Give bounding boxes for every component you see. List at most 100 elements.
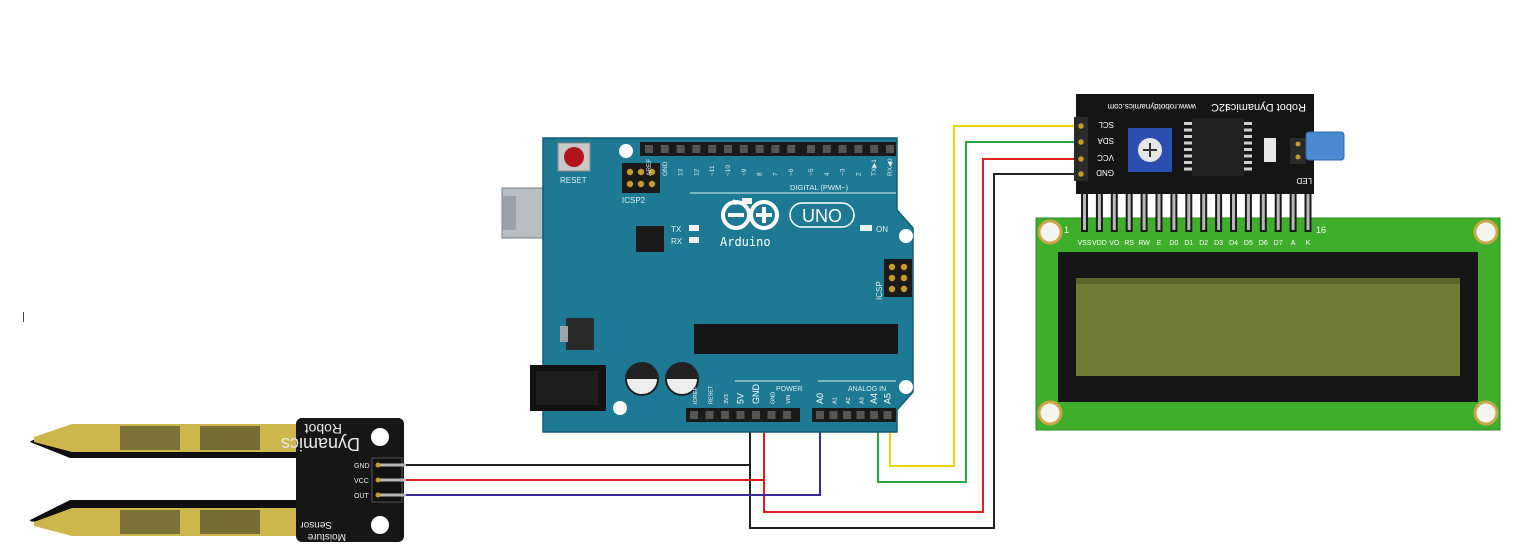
wire-scl (889, 125, 1080, 467)
lcd-header-pin-metal (1083, 194, 1086, 230)
digital-pin-hole (739, 145, 748, 153)
mount-hole (1473, 400, 1499, 426)
power-pin-label: 5V (736, 393, 746, 404)
mount-hole (1473, 219, 1499, 245)
ic-leg (1244, 128, 1252, 132)
ic-leg (1244, 148, 1252, 151)
analog-pin-label: A3 (860, 397, 866, 404)
sensor-brand-2: Dynamics (281, 434, 360, 454)
lcd-pin-label: VSS (1077, 240, 1091, 247)
ic-leg (1184, 167, 1192, 171)
sensor-pin-out: OUT (354, 493, 370, 500)
led-rx (689, 237, 699, 243)
lcd-pin-label: K (1306, 240, 1311, 247)
lcd-pin-label: RS (1124, 240, 1134, 247)
lcd-pin-label: D4 (1229, 240, 1238, 247)
arduino-pcb (542, 137, 914, 433)
uno-badge (789, 202, 855, 228)
sensor-pin-gnd: GND (354, 463, 370, 470)
digital-pin-label: TX▶1 (871, 159, 878, 176)
icsp-header (884, 259, 912, 297)
led-on (860, 225, 872, 231)
digital-pin-label: ~9 (741, 168, 748, 176)
analog-pin-label: A5 (883, 393, 893, 404)
sensor-title: Moisture (307, 531, 346, 542)
moisture-sensor: Robot Dynamics Moisture Sensor GND VCC O… (30, 418, 406, 542)
contrast-potentiometer[interactable] (1128, 128, 1172, 172)
lcd-pin-label: D7 (1274, 240, 1283, 247)
mount-hole (899, 229, 913, 243)
ic-leg (1244, 135, 1252, 138)
wire-sensor-vcc (405, 158, 1080, 513)
digital-pin-hole (645, 145, 653, 153)
i2c-type: I2C (1211, 101, 1228, 113)
power-pin-hole (721, 411, 729, 419)
ic-leg (1184, 122, 1192, 125)
i2c-pin-gnd: GND (1096, 168, 1114, 177)
mount-hole (613, 401, 627, 415)
digital-pin-hole (787, 145, 796, 153)
analog-pin-hole (843, 411, 851, 419)
digital-pin-hole (724, 145, 732, 153)
lcd-header-pin-metal (1112, 194, 1116, 230)
power-pin-label: VIN (786, 395, 792, 404)
capacitors (625, 362, 699, 396)
ic-leg (1244, 167, 1252, 171)
lcd-pin-label: D1 (1184, 240, 1193, 247)
power-pin-label: RESET (709, 385, 715, 404)
mount-hole (371, 428, 389, 446)
digital-pin-label: 12 (693, 168, 700, 176)
i2c-url: www.robotdynamics.com (1107, 102, 1197, 111)
mount-hole (1037, 400, 1063, 426)
led-rx-label: RX (671, 237, 683, 246)
backlight-jumper[interactable] (1290, 131, 1345, 164)
lcd-header-pin-metal (1097, 194, 1101, 230)
digital-pin-label: ~11 (709, 165, 716, 176)
sensor-title-2: Sensor (300, 519, 332, 530)
i2c-pin-vcc: VCC (1097, 153, 1114, 162)
lcd-pin-label: A (1291, 240, 1296, 247)
led-on-label: ON (876, 225, 888, 234)
digital-pin-label: ~10 (725, 165, 732, 176)
lcd-pin-label: E (1157, 240, 1162, 247)
sensor-brand: Robot (305, 421, 342, 437)
analog-pin-hole (870, 411, 878, 419)
led-tx (689, 225, 699, 231)
power-label: POWER (776, 386, 802, 393)
lcd-header-pin-metal (1232, 194, 1235, 230)
ic-leg (1244, 161, 1252, 164)
ic-leg (1184, 128, 1192, 132)
lcd-pin-label: D0 (1169, 240, 1178, 247)
icsp-label: ICSP (875, 281, 884, 300)
digital-pin-hole (870, 145, 879, 153)
i2c-backpack: SCL SDA VCC GND Robot Dynamics I2C www.r… (1074, 94, 1345, 232)
power-pin-hole (752, 411, 760, 419)
reset-label: RESET (560, 176, 587, 185)
digital-pin-hole (854, 145, 863, 153)
digital-pin-hole (755, 145, 764, 153)
model-label: UNO (802, 206, 842, 226)
digital-pin-hole (692, 145, 701, 153)
i2c-pin-scl: SCL (1098, 120, 1114, 129)
digital-pin-label: RX◀0 (887, 158, 894, 176)
analog-pin-hole (856, 411, 865, 419)
icsp2-header (622, 163, 660, 193)
ic-leg (1244, 154, 1252, 158)
wire-sensor-gnd (405, 173, 1080, 529)
digital-pin-label: 8 (757, 172, 764, 176)
lcd-pin-label: RW (1138, 240, 1150, 247)
lcd-pin-label: D2 (1199, 240, 1208, 247)
reset-button[interactable] (557, 142, 591, 172)
power-pin-hole (736, 411, 745, 419)
lcd-screen (1076, 278, 1460, 376)
atmega-chip (694, 324, 898, 354)
mount-hole (899, 380, 913, 394)
analog-pin-label: A0 (815, 393, 825, 404)
power-pin-label: GND (751, 384, 761, 405)
digital-pin-label: 2 (855, 172, 862, 176)
lcd-header-pin-metal (1187, 194, 1191, 230)
